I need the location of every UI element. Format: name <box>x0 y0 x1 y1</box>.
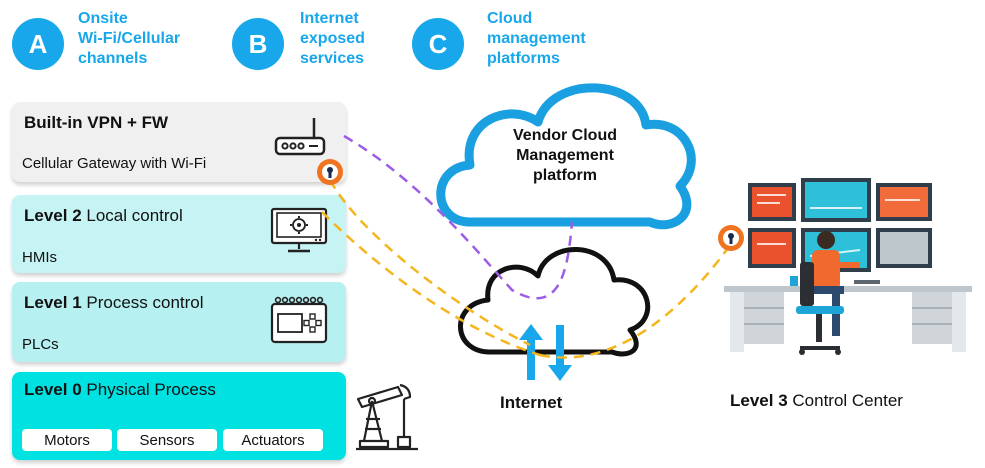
internet-arrows <box>519 324 572 381</box>
badge-a: A <box>12 18 64 70</box>
badge-b: B <box>232 18 284 70</box>
header-b-text: Internet exposed services <box>300 10 365 67</box>
level0-box: Level 0 Physical Process Motors Sensors … <box>12 372 346 460</box>
control-center-label: Level 3 Control Center <box>730 391 903 410</box>
pump-jack-icon <box>356 383 418 451</box>
chip-sensors: Sensors <box>117 429 217 451</box>
router-icon <box>274 118 326 156</box>
vpn-link-hmi <box>321 211 541 357</box>
gateway-box: Built-in VPN + FW Cellular Gateway with … <box>12 102 346 182</box>
vendor-cloud-label: Vendor Cloud Management platform <box>513 127 617 184</box>
vpn-link-gateway <box>328 179 531 347</box>
level1-subtitle: PLCs <box>22 336 59 353</box>
level1-box: Level 1 Process control PLCs <box>12 282 346 362</box>
vpn-badge-control-center-icon <box>718 225 744 251</box>
header-a-text: Onsite Wi-Fi/Cellular channels <box>78 10 181 67</box>
badge-c: C <box>412 18 464 70</box>
internet-label: Internet <box>500 393 563 412</box>
control-center-illustration <box>724 178 972 355</box>
chip-motors: Motors <box>22 429 112 451</box>
gateway-subtitle: Cellular Gateway with Wi-Fi <box>22 155 207 172</box>
level1-title: Level 1 Process control <box>24 293 204 312</box>
level0-title: Level 0 Physical Process <box>24 380 216 399</box>
level2-subtitle: HMIs <box>22 249 57 266</box>
level2-title: Level 2 Local control <box>24 206 183 225</box>
level2-box: Level 2 Local control HMIs <box>12 195 346 273</box>
gateway-title: Built-in VPN + FW <box>24 113 169 132</box>
header-c-text: Cloud management platforms <box>487 10 586 67</box>
plc-icon <box>270 296 328 344</box>
chip-actuators: Actuators <box>223 429 323 451</box>
internet-cloud-shape <box>458 247 651 357</box>
hmi-monitor-icon <box>270 207 328 253</box>
vpn-link-control-center <box>539 247 730 359</box>
